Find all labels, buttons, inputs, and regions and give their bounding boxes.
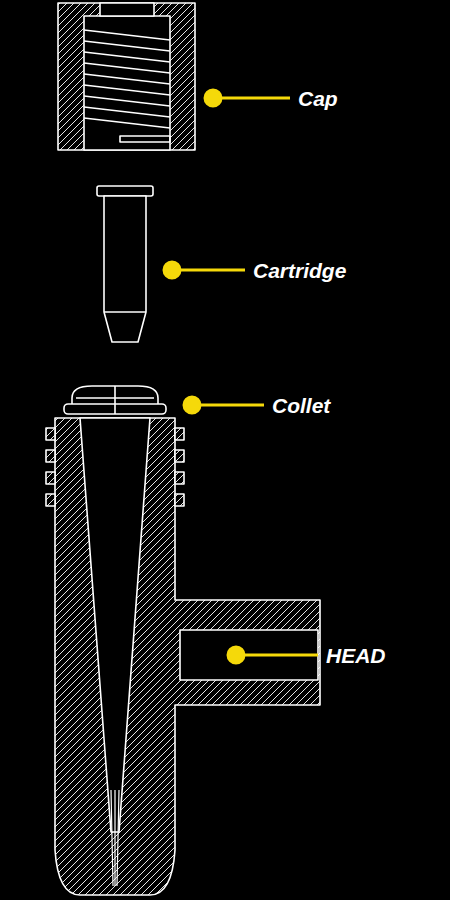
cap-threads [84,30,170,142]
cap-top-opening [100,3,154,16]
part-label: HEAD [326,645,386,666]
part-label: Collet [272,395,330,416]
callouts [164,90,318,663]
leader-line [213,97,290,100]
cartridge-band [104,311,146,313]
cap-part [58,3,195,150]
head-part [46,418,320,895]
collet-slit [76,386,154,414]
head-bore [80,418,150,832]
cartridge-rim [97,186,153,196]
head-needle [111,790,119,886]
head-body [55,418,320,895]
cartridge-body [104,196,146,342]
cartridge-part [97,186,153,342]
cap-outline [58,3,195,150]
leader-line [192,404,264,407]
leader-line [236,654,318,657]
collet-part [64,386,166,414]
leader-line [172,269,245,272]
part-label: Cartridge [253,260,346,281]
part-label: Cap [298,88,338,109]
cap-bore [84,16,170,150]
head-outlet-pocket [180,630,318,680]
